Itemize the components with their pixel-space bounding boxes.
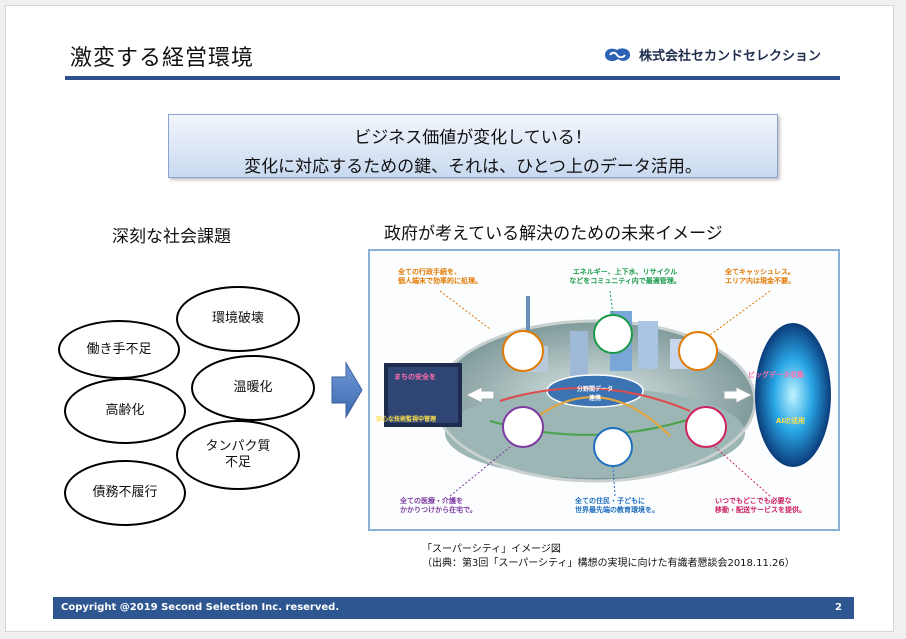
right-sign-text: ビッグデータ収集 [748,371,804,379]
left-sign-text-2: 安心な技術監視中管理 [376,416,437,423]
label-education: 全ての住民・子どもに 世界最先端の教育環境を。 [575,497,659,514]
left-sign-text: まちの安全を [394,373,436,381]
logo-text: 株式会社セカンドセレクション [639,49,822,64]
footer-bar: Copyright @2019 Second Selection Inc. re… [53,597,854,619]
title-underline [65,76,840,80]
logo-icon [605,47,631,61]
issue-label: 働き手不足 [86,341,152,357]
company-logo: 株式会社セカンドセレクション [603,45,821,64]
issue-label: 環境破壊 [211,311,264,326]
issue-label: 温暖化 [233,380,273,395]
caption-source: （出典：第3回「スーパーシティ」構想の実現に向けた有識者懇談会2018.11.2… [422,558,795,569]
label-cashless: 全てキャッシュレス。 エリア内は現金不要。 [725,268,795,285]
key-message-line2: 変化に対応するための鍵、それは、ひとつ上のデータ活用。 [244,157,702,177]
issue-oval: 温暖化 [191,355,315,421]
issue-oval: 環境破壊 [176,286,300,352]
issues-heading: 深刻な社会課題 [112,227,231,247]
issue-oval: タンパク質不足 [176,420,300,490]
page-number: 2 [835,602,842,613]
vision-heading: 政府が考えている解決のための未来イメージ [384,224,723,244]
slide-title: 激変する経営環境 [70,46,255,71]
city-illustration [384,290,831,497]
key-message-box: ビジネス価値が変化している！ 変化に対応するための鍵、それは、ひとつ上のデータ活… [168,114,778,178]
footer-copyright: Copyright @2019 Second Selection Inc. re… [61,602,340,613]
issue-oval: 働き手不足 [58,320,180,379]
right-arrow-icon [331,361,363,419]
label-energy: エネルギー、上下水、リサイクル などをコミュニティ内で最適管理。 [569,268,681,285]
issue-label: 債務不履行 [92,485,158,500]
label-data-hub: 分野間データ連携 [576,386,613,402]
label-mobility: いつでもどこでも必要な 移動・配送サービスを提供。 [715,497,806,514]
issue-oval: 債務不履行 [64,460,186,526]
label-admin: 全ての行政手続を、 個人端末で効率的に処理。 [398,268,482,285]
super-city-image: 全ての行政手続を、 個人端末で効率的に処理。 エネルギー、上下水、リサイクル な… [368,249,840,531]
right-sign-text-2: AIの活用 [776,417,806,425]
label-medical: 全ての医療・介護を かかりつけから在宅で。 [400,497,477,514]
key-message-line1: ビジネス価値が変化している！ [354,128,592,148]
issue-label: タンパク質不足 [205,439,271,470]
image-caption: 「スーパーシティ」イメージ図 （出典：第3回「スーパーシティ」構想の実現に向けた… [422,543,795,571]
issue-label: 高齢化 [105,403,145,418]
issue-oval: 高齢化 [64,378,186,444]
caption-title: 「スーパーシティ」イメージ図 [422,544,561,555]
